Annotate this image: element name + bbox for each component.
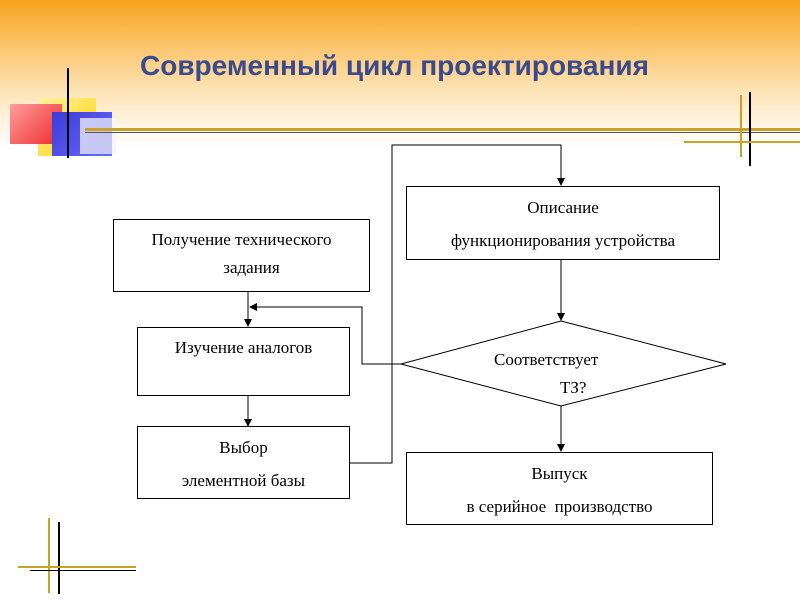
box-get-spec-line1: Получение технического bbox=[151, 230, 332, 249]
decision-label-line1: Соответствует bbox=[494, 350, 599, 369]
header-band bbox=[0, 0, 800, 150]
decor-line-bottom-horizontal bbox=[30, 570, 136, 571]
box-describe-function-line1: Описание bbox=[527, 198, 599, 217]
decor-square-white bbox=[80, 118, 116, 154]
decor-line-bottom-vertical bbox=[58, 522, 60, 594]
decor-line-bottom-vertical-gold bbox=[48, 518, 50, 593]
decor-line-vertical-right bbox=[749, 92, 751, 166]
box-study-analogs: Изучение аналогов bbox=[137, 327, 350, 396]
decor-line-bottom-horizontal-gold bbox=[18, 566, 136, 568]
arrow-decision-to-analogs bbox=[249, 303, 401, 365]
box-describe-function-line2: функционирования устройства bbox=[450, 231, 676, 250]
box-choose-elements-line2: элементной базы bbox=[181, 471, 306, 490]
box-release-production-line1: Выпуск bbox=[531, 464, 588, 483]
page-title: Современный цикл проектирования bbox=[140, 50, 649, 81]
box-get-spec: Получение технического задания bbox=[113, 219, 370, 292]
arrow-elements-to-description bbox=[350, 144, 565, 464]
decor-line-right-short-gold bbox=[684, 141, 800, 143]
box-choose-elements-line1: Выбор bbox=[219, 438, 268, 457]
decision-diamond bbox=[399, 320, 727, 407]
box-study-analogs-line1: Изучение аналогов bbox=[174, 338, 313, 357]
box-get-spec-line2: задания bbox=[223, 258, 280, 277]
box-describe-function: Описание функционирования устройства bbox=[406, 186, 720, 260]
box-release-production: Выпуск в серийное производство bbox=[406, 452, 713, 525]
decor-line-vertical-left bbox=[67, 68, 69, 158]
decor-line-horizontal-gold bbox=[85, 128, 800, 131]
decor-line-horizontal-dark bbox=[85, 132, 800, 133]
box-choose-elements: Выбор элементной базы bbox=[137, 426, 350, 499]
decor-line-vertical-right-gold bbox=[740, 95, 742, 157]
decision-label-line2: ТЗ? bbox=[560, 378, 587, 397]
box-release-production-line2: в серийное производство bbox=[466, 497, 653, 516]
